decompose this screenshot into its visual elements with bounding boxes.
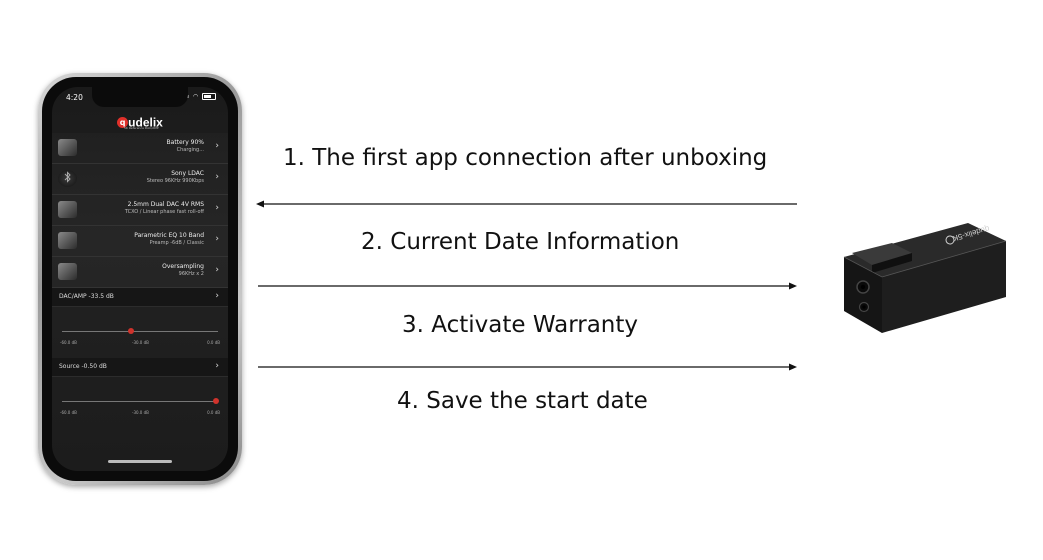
arrow-step-1	[256, 200, 797, 208]
slider-title: DAC/AMP -33.5 dB	[59, 293, 114, 300]
volume-slider-dac-amp[interactable]	[62, 328, 218, 334]
menu-item-dac[interactable]: 2.5mm Dual DAC 4V RMS TCXO / Linear phas…	[52, 195, 228, 226]
menu-item-title: Oversampling	[162, 263, 204, 270]
menu-item-title: Parametric EQ 10 Band	[134, 232, 204, 239]
menu-item-battery[interactable]: Battery 90% Charging... ›	[52, 133, 228, 164]
wifi-icon: ◠	[192, 93, 200, 100]
menu-item-subtitle: Stereo 96KHz 990Kbps	[146, 178, 204, 184]
slider-knob[interactable]	[213, 398, 220, 404]
slider-max-label: 0.0 dB	[207, 340, 220, 345]
chevron-right-icon: ›	[215, 291, 219, 301]
slider-title: Source -0.50 dB	[59, 363, 107, 370]
status-time: 4:20	[66, 93, 83, 102]
menu-item-title: Sony LDAC	[171, 170, 204, 177]
smartphone: 4:20 ▪▪▪ ◠ qudelix 5K Reference DAC/AMP …	[38, 73, 242, 485]
dac-device: qudelix-5K	[843, 223, 1007, 333]
logo-text: udelix	[128, 115, 163, 130]
step-4-label: 4. Save the start date	[397, 388, 648, 414]
slider-header-source[interactable]: Source -0.50 dB ›	[52, 358, 228, 377]
device-front-face	[844, 257, 882, 333]
arrow-step-2	[258, 282, 797, 290]
phone-bezel: 4:20 ▪▪▪ ◠ qudelix 5K Reference DAC/AMP …	[42, 77, 238, 481]
step-2-label: 2. Current Date Information	[361, 229, 680, 255]
menu-item-subtitle: TCXO / Linear phase fast roll-off	[124, 209, 204, 215]
menu-item-subtitle: 96KHz x 2	[178, 271, 204, 277]
step-3-label: 3. Activate Warranty	[402, 312, 638, 338]
menu-item-subtitle: Preamp -6dB / Classic	[149, 240, 204, 246]
app-screen: 4:20 ▪▪▪ ◠ qudelix 5K Reference DAC/AMP …	[52, 87, 228, 471]
slider-min-label: -60.0 dB	[60, 340, 77, 345]
device-clip	[852, 243, 912, 265]
bluetooth-icon	[58, 170, 77, 187]
slider-header-dac-amp[interactable]: DAC/AMP -33.5 dB ›	[52, 288, 228, 307]
slider-knob[interactable]	[127, 328, 134, 334]
menu-item-eq[interactable]: Parametric EQ 10 Band Preamp -6dB / Clas…	[52, 226, 228, 257]
chevron-right-icon: ›	[215, 141, 219, 151]
step-1-label: 1. The first app connection after unboxi…	[283, 145, 768, 171]
device-side-face	[882, 241, 1006, 333]
slider-min-label: -60.0 dB	[60, 410, 77, 415]
logo-mark: q	[117, 117, 129, 128]
slider-mid-label: -30.0 dB	[132, 340, 149, 345]
menu-item-title: Battery 90%	[166, 139, 204, 146]
logo-subtitle: 5K Reference DAC/AMP	[124, 126, 159, 130]
slider-max-label: 0.0 dB	[207, 410, 220, 415]
eq-thumb-icon	[58, 232, 77, 249]
menu-item-codec[interactable]: Sony LDAC Stereo 96KHz 990Kbps ›	[52, 164, 228, 195]
menu-item-title: 2.5mm Dual DAC 4V RMS	[127, 201, 204, 208]
slider-mid-label: -30.0 dB	[132, 410, 149, 415]
menu-item-subtitle: Charging...	[176, 147, 204, 153]
arrow-step-3	[258, 363, 797, 371]
menu-item-oversampling[interactable]: Oversampling 96KHz x 2 ›	[52, 257, 228, 288]
chevron-right-icon: ›	[215, 265, 219, 275]
chevron-right-icon: ›	[215, 361, 219, 371]
chevron-right-icon: ›	[215, 172, 219, 182]
battery-thumb-icon	[58, 139, 77, 156]
battery-icon	[202, 93, 216, 100]
volume-slider-source[interactable]	[62, 398, 220, 404]
oversampling-thumb-icon	[58, 263, 77, 280]
chevron-right-icon: ›	[215, 234, 219, 244]
dac-thumb-icon	[58, 201, 77, 218]
home-indicator[interactable]	[108, 460, 172, 463]
phone-notch	[92, 87, 188, 107]
chevron-right-icon: ›	[215, 203, 219, 213]
